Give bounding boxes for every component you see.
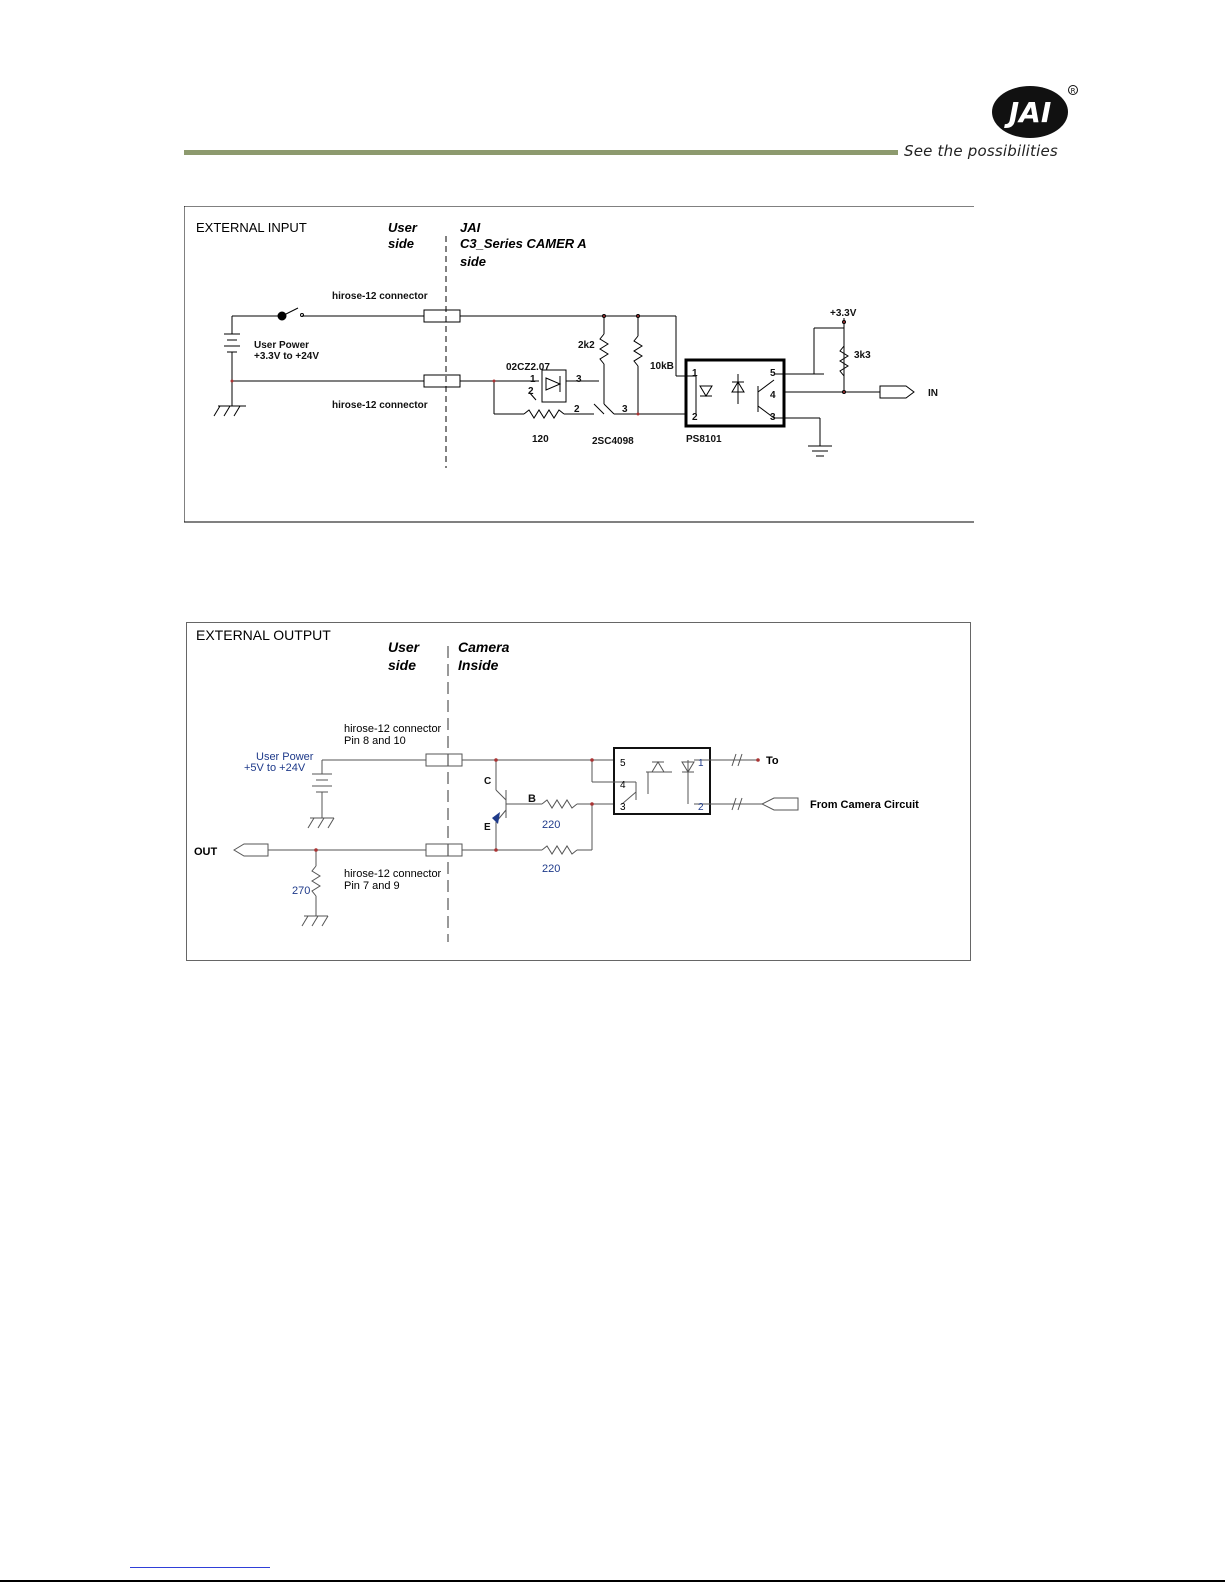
resistor-3k3-label: 3k3 xyxy=(854,350,871,361)
opto-out-pin-3: 3 xyxy=(620,802,626,813)
opto-pin-3: 3 xyxy=(770,412,776,423)
input-connector-bottom-label: hirose-12 connector xyxy=(332,400,428,411)
transistor-pin-2: 2 xyxy=(574,404,580,415)
header-rule xyxy=(184,150,898,155)
to-label: To xyxy=(766,755,779,767)
from-camera-circuit-label: From Camera Circuit xyxy=(810,799,919,811)
opto-pin-5: 5 xyxy=(770,368,776,379)
input-title: EXTERNAL INPUT xyxy=(196,220,307,235)
svg-text:R: R xyxy=(1071,87,1076,95)
output-user-side-1: User xyxy=(388,639,421,655)
logo-text: JAI xyxy=(1004,96,1052,129)
external-output-diagram: EXTERNAL OUTPUT User side Camera Inside … xyxy=(186,622,985,972)
opto-pin-2: 2 xyxy=(692,412,698,423)
output-user-power-1: User Power xyxy=(256,751,314,763)
transistor-pin-c: C xyxy=(484,776,491,787)
resistor-220-e-label: 220 xyxy=(542,863,560,875)
input-user-side-2: side xyxy=(388,236,414,251)
output-connector-bottom-1: hirose-12 connector xyxy=(344,868,442,880)
resistor-220-b-label: 220 xyxy=(542,819,560,831)
input-connector-top-label: hirose-12 connector xyxy=(332,291,428,302)
zener-pin-2: 2 xyxy=(528,386,534,397)
output-connector-top-2: Pin 8 and 10 xyxy=(344,735,406,747)
input-user-side-1: User xyxy=(388,220,418,235)
opto-out-pin-1: 1 xyxy=(698,758,704,769)
jai-logo: JAI R xyxy=(990,84,1080,140)
opto-out-pin-5: 5 xyxy=(620,758,626,769)
output-user-power-2: +5V to +24V xyxy=(244,762,306,774)
input-camera-side-1: JAI xyxy=(460,220,481,235)
signal-out-label: OUT xyxy=(194,846,218,858)
resistor-270-label: 270 xyxy=(292,885,310,897)
output-user-side-2: side xyxy=(388,657,416,673)
output-connector-top-1: hirose-12 connector xyxy=(344,723,442,735)
opto-pin-4: 4 xyxy=(770,390,776,401)
input-user-power-1: User Power xyxy=(254,340,309,351)
zener-pin-3: 3 xyxy=(576,374,582,385)
footer-link-underline[interactable] xyxy=(130,1567,270,1568)
transistor-label: 2SC4098 xyxy=(592,436,634,447)
opto-out-pin-4: 4 xyxy=(620,780,626,791)
tagline: See the possibilities xyxy=(904,142,1058,160)
input-user-power-2: +3.3V to +24V xyxy=(254,351,319,362)
transistor-pin-3: 3 xyxy=(622,404,628,415)
output-title: EXTERNAL OUTPUT xyxy=(196,627,331,643)
resistor-120-label: 120 xyxy=(532,434,549,445)
opto-out-pin-2: 2 xyxy=(698,802,704,813)
input-camera-side-2: C3_Series CAMER A xyxy=(460,236,587,251)
output-camera-side-2: Inside xyxy=(458,657,499,673)
resistor-2k2-label: 2k2 xyxy=(578,340,595,351)
opto-pin-1: 1 xyxy=(692,368,698,379)
zener-label: 02CZ2.07 xyxy=(506,362,550,373)
transistor-pin-e: E xyxy=(484,822,491,833)
external-input-diagram: EXTERNAL INPUT User side JAI C3_Series C… xyxy=(184,206,987,529)
footer-rule xyxy=(0,1580,1225,1582)
input-camera-side-3: side xyxy=(460,254,486,269)
output-connector-bottom-2: Pin 7 and 9 xyxy=(344,880,400,892)
optocoupler-label: PS8101 xyxy=(686,434,722,445)
transistor-pin-b: B xyxy=(528,793,536,805)
vcc-label: +3.3V xyxy=(830,308,857,319)
signal-in-label: IN xyxy=(928,388,938,399)
resistor-10k-label: 10kB xyxy=(650,361,674,372)
zener-pin-1: 1 xyxy=(530,374,536,385)
output-camera-side-1: Camera xyxy=(458,639,510,655)
